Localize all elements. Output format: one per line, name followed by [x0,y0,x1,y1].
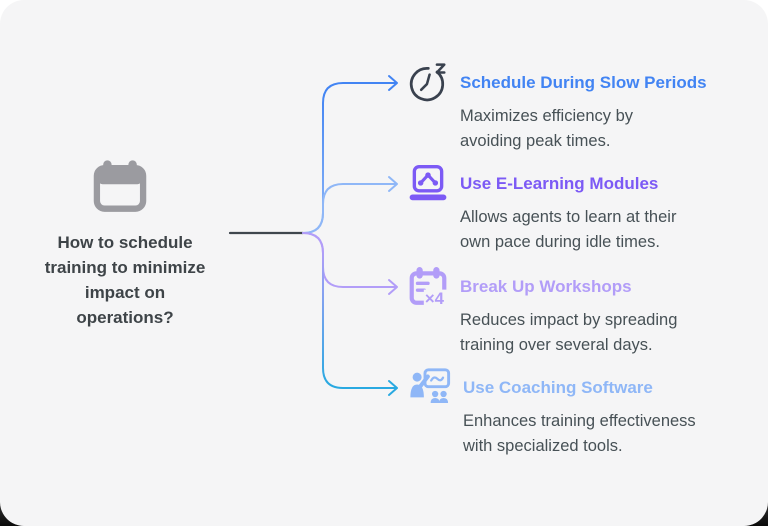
arrowhead-1 [388,75,398,91]
branch-line-1 [302,82,397,234]
branch-description: Maximizes efficiency by avoiding peak ti… [460,107,634,150]
arrowhead-4 [388,380,398,396]
branch-item: Schedule During Slow Periods Maximizes e… [407,62,757,154]
arrowhead-2 [388,176,398,192]
branch-description: Allows agents to learn at their own pace… [460,208,677,251]
branch-line-4 [302,232,397,389]
branch-item: ×4 Break Up Workshops Reduces impact by … [407,266,757,358]
snooze-clock-icon [407,62,449,104]
branch-title: Break Up Workshops [460,277,632,296]
svg-text:×4: ×4 [425,289,445,308]
branch-description: Reduces impact by spreading training ove… [460,311,678,354]
branch-title: Use E-Learning Modules [460,174,659,193]
branch-item: Use E-Learning Modules Allows agents to … [407,163,757,255]
coaching-icon [407,367,452,412]
branch-description: Enhances training effectiveness with spe… [463,412,696,455]
branch-title: Use Coaching Software [463,378,653,397]
calendar-x4-icon: ×4 [407,266,449,308]
arrowhead-3 [388,279,398,295]
branch-line-3 [302,232,397,288]
calendar-icon [92,159,148,217]
branch-item: Use Coaching Software Enhances training … [407,367,757,459]
elearning-laptop-icon [407,163,449,205]
root-question: How to schedule training to minimize imp… [44,233,206,327]
branch-title: Schedule During Slow Periods [460,73,707,92]
branch-line-2 [302,183,397,234]
